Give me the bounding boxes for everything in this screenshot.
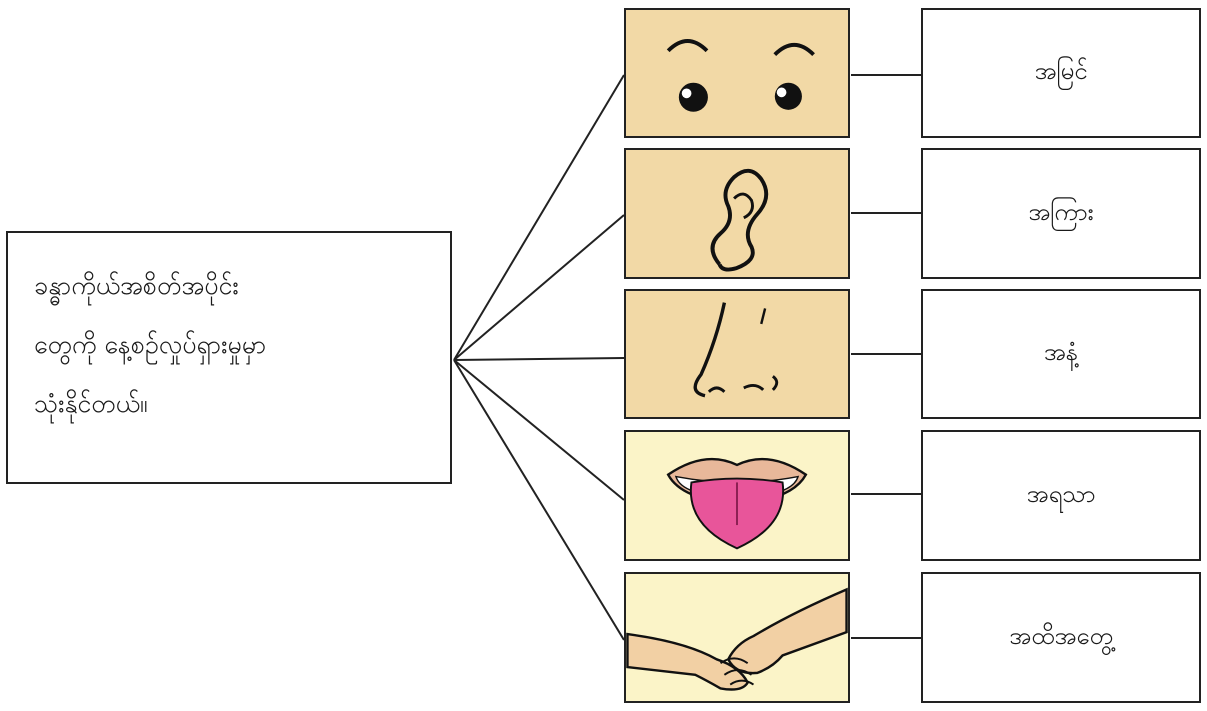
label-hearing-text: အကြား xyxy=(1028,197,1094,226)
label-hearing: အကြား xyxy=(921,148,1201,279)
connector-to-hands xyxy=(453,359,625,641)
label-taste: အရသာ xyxy=(921,430,1201,561)
label-sight: အမြင် xyxy=(921,8,1201,138)
label-touch-text: အထိအတွေ့ xyxy=(1009,621,1113,650)
eyes-icon xyxy=(666,39,815,112)
main-text-line-3: သုံးနိုင်တယ်။ xyxy=(34,389,148,418)
main-text-box: ခန္ဓာကိုယ်အစိတ်အပိုင်း တွေကို နေ့စဉ်လှုပ… xyxy=(6,231,452,484)
label-touch: အထိအတွေ့ xyxy=(921,572,1201,703)
eyes-picture xyxy=(624,8,850,138)
tongue-icon xyxy=(666,457,808,550)
ear-picture xyxy=(624,148,850,279)
label-smell: အနံ့ xyxy=(921,289,1201,419)
label-smell-text: အနံ့ xyxy=(1043,338,1079,366)
connector-to-ear xyxy=(453,214,625,361)
main-text-line-1: ခန္ဓာကိုယ်အစိတ်အပိုင်း xyxy=(34,271,239,300)
nose-picture xyxy=(624,289,850,419)
connector-to-eyes xyxy=(453,74,625,361)
tongue-picture xyxy=(624,430,850,561)
main-text-line-2: တွေကို နေ့စဉ်လှုပ်ရှားမှုမှာ xyxy=(34,330,267,359)
connector-to-tongue xyxy=(453,359,625,501)
connector-to-nose xyxy=(453,357,625,361)
hands-picture xyxy=(624,572,850,703)
label-taste-text: အရသာ xyxy=(1026,479,1096,508)
nose-icon xyxy=(693,302,779,398)
label-sight-text: အမြင် xyxy=(1034,57,1088,85)
hands-icon xyxy=(626,587,848,691)
ear-icon xyxy=(710,168,769,272)
